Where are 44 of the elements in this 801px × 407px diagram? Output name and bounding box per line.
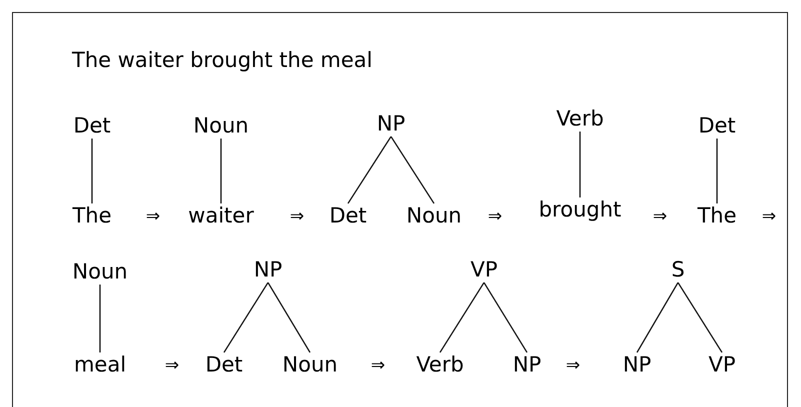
tree-label: S xyxy=(671,258,685,282)
tree-branch xyxy=(636,282,679,353)
derivation-arrow: ⇒ xyxy=(290,208,304,226)
tree-label: Det xyxy=(205,353,243,377)
tree-label: NP xyxy=(254,258,282,282)
derivation-arrow: ⇒ xyxy=(566,356,580,376)
tree-label: waiter xyxy=(188,204,254,228)
tree-branch xyxy=(220,138,222,204)
tree-branch xyxy=(677,282,723,353)
derivation-arrow: ⇒ xyxy=(652,208,668,226)
derivation-arrow: ⇒ xyxy=(488,208,502,226)
tree-branch xyxy=(347,136,392,204)
tree-label: VP xyxy=(470,258,498,282)
tree-label: Det xyxy=(73,114,111,138)
tree-branch xyxy=(91,138,93,204)
tree-branch xyxy=(390,136,435,204)
tree-label: Det xyxy=(329,204,367,228)
title: The waiter brought the meal xyxy=(72,48,373,72)
tree-label: Noun xyxy=(72,260,128,284)
tree-label: NP xyxy=(512,353,542,377)
derivation-arrow: ⇒ xyxy=(762,208,776,226)
tree-label: NP xyxy=(622,353,652,377)
tree-label: The xyxy=(697,204,737,228)
tree-label: Verb xyxy=(556,107,604,131)
tree-branch xyxy=(439,282,485,353)
tree-branch xyxy=(716,138,718,204)
tree-branch xyxy=(579,132,581,198)
tree-label: Noun xyxy=(282,353,338,377)
tree-label: Det xyxy=(698,114,736,138)
derivation-arrow: ⇒ xyxy=(146,208,160,226)
tree-label: meal xyxy=(74,353,126,377)
derivation-arrow: ⇒ xyxy=(370,356,386,376)
tree-branch xyxy=(483,282,528,353)
tree-label: Noun xyxy=(193,114,249,138)
tree-label: The xyxy=(72,204,112,228)
tree-branch xyxy=(223,282,269,353)
tree-label: Verb xyxy=(416,353,464,377)
tree-label: NP xyxy=(376,112,406,136)
tree-branch xyxy=(99,284,101,352)
tree-label: Noun xyxy=(406,204,462,228)
derivation-arrow: ⇒ xyxy=(164,356,180,376)
tree-label: VP xyxy=(708,353,736,377)
tree-branch xyxy=(267,282,311,353)
tree-label: brought xyxy=(538,198,622,222)
